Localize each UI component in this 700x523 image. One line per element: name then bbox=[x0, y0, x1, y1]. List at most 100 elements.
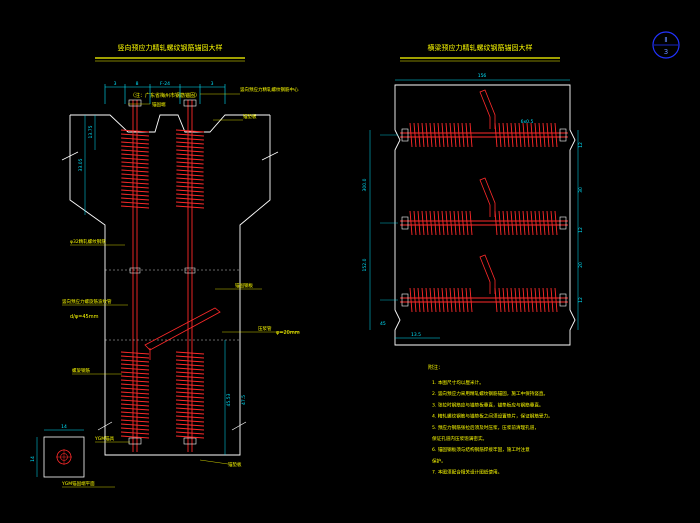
right-spiral-right-coil bbox=[554, 287, 558, 313]
right-spiral-left-coil bbox=[437, 122, 441, 148]
right-grout-pipe-1 bbox=[479, 177, 496, 217]
right-spiral-right-coil bbox=[506, 287, 510, 313]
left-spiral-bottom-coil bbox=[175, 415, 205, 419]
left-spiral-bottom-coil bbox=[120, 363, 150, 367]
right-spiral-right-coil bbox=[550, 122, 554, 148]
right-spiral-left-coil bbox=[465, 287, 469, 313]
right-spiral-right-coil bbox=[518, 287, 522, 313]
left-spiral-top-coil bbox=[176, 145, 204, 149]
right-spiral-right-coil bbox=[510, 122, 514, 148]
left-spiral-bottom-coil bbox=[120, 367, 150, 371]
left-spiral-bottom-coil bbox=[120, 419, 150, 423]
right-spiral-left-coil bbox=[429, 210, 433, 236]
left-spiral-bottom-coil bbox=[120, 423, 150, 427]
left-spiral-top-coil bbox=[176, 193, 204, 197]
left-spiral-bottom-coil bbox=[120, 427, 150, 431]
right-spiral-right-coil bbox=[498, 287, 502, 313]
left-girder-outline bbox=[69, 114, 271, 456]
right-spiral-right-coil bbox=[546, 122, 550, 148]
right-spiral-right-coil bbox=[538, 287, 542, 313]
right-spiral-left-coil bbox=[421, 122, 425, 148]
left-spiral-top-coil bbox=[121, 145, 149, 149]
left-spiral-bottom-coil bbox=[120, 391, 150, 395]
svg-text:13.75: 13.75 bbox=[88, 125, 94, 138]
left-spiral-bottom-coil bbox=[120, 371, 150, 375]
right-spiral-left-coil bbox=[429, 287, 433, 313]
svg-text:12: 12 bbox=[578, 297, 584, 303]
left-spiral-top-coil bbox=[175, 129, 205, 133]
left-anchor-nut-bottom-1 bbox=[183, 437, 197, 445]
right-spiral-right-coil bbox=[534, 287, 538, 313]
left-spiral-bottom-coil bbox=[175, 371, 205, 375]
right-spiral-right-coil bbox=[502, 122, 506, 148]
right-spiral-left-coil bbox=[465, 122, 469, 148]
left-spiral-top-coil bbox=[176, 185, 204, 189]
left-spiral-bottom-coil bbox=[120, 387, 150, 391]
right-spiral-left-coil bbox=[469, 287, 473, 313]
svg-text:3: 3 bbox=[211, 81, 214, 87]
right-spiral-left-coil bbox=[409, 210, 413, 236]
label-duct: 竖向预应力螺旋筋波纹管 bbox=[62, 298, 112, 305]
svg-text:45: 45 bbox=[380, 321, 386, 327]
left-spiral-top-coil bbox=[121, 173, 149, 177]
right-dimensions: 300.0 152.0 45 12 30 12 20 12 13.5 6x0.5 bbox=[362, 119, 584, 339]
left-spiral-top-coil bbox=[121, 181, 149, 185]
left-spiral-bottom-coil bbox=[120, 403, 150, 407]
left-spiral-bottom-coil bbox=[175, 411, 205, 415]
left-vertical-dimensions: 33.05 13.75 45.53 47.5 bbox=[78, 115, 247, 455]
right-spiral-right-coil bbox=[498, 122, 502, 148]
right-anchor-nut-right bbox=[559, 128, 567, 142]
left-spiral-bottom-coil bbox=[175, 359, 205, 363]
right-spiral-left-coil bbox=[417, 122, 421, 148]
left-spiral-bottom-coil bbox=[120, 355, 150, 359]
right-spiral-left-coil bbox=[445, 122, 449, 148]
svg-text:300.0: 300.0 bbox=[362, 178, 368, 191]
svg-text:6x0.5: 6x0.5 bbox=[521, 119, 534, 125]
right-spiral-right-coil bbox=[550, 287, 554, 313]
right-spiral-right-coil bbox=[506, 210, 510, 236]
sheet-badge-top: Ⅱ bbox=[664, 36, 667, 44]
label-bearing-bottom: 锚垫板 bbox=[228, 461, 242, 468]
left-spiral-bottom-coil bbox=[120, 379, 150, 383]
left-spiral-top-coil bbox=[121, 137, 149, 141]
right-spiral-left-coil bbox=[469, 122, 473, 148]
left-spiral-top-coil bbox=[176, 165, 204, 169]
right-spiral-right-coil bbox=[530, 287, 534, 313]
note-item: 4. 精轧螺纹钢筋与锚垫板之间须设置垫片，保证钢筋受力。 bbox=[432, 413, 553, 420]
left-spiral-bottom-coil bbox=[120, 411, 150, 415]
left-spiral-bottom-coil bbox=[175, 431, 205, 435]
left-spiral-bottom-coil bbox=[175, 423, 205, 427]
left-spiral-bottom-coil bbox=[175, 383, 205, 387]
note-item: 6. 锚固钢板须与结构钢筋焊接牢固，施工时注意 bbox=[432, 446, 530, 453]
right-spiral-left-coil bbox=[453, 287, 457, 313]
right-spiral-right-coil bbox=[546, 287, 550, 313]
left-spiral-top-coil bbox=[121, 189, 149, 193]
left-spiral-top-coil bbox=[176, 201, 204, 205]
anchor-plan-detail: 14 14 YGM锚固端平面 bbox=[30, 424, 115, 488]
left-spiral-bottom-coil bbox=[175, 379, 205, 383]
svg-text:152.0: 152.0 bbox=[362, 258, 368, 271]
right-spiral-left-coil bbox=[441, 287, 445, 313]
right-spiral-left-coil bbox=[449, 122, 453, 148]
left-spiral-top-coil bbox=[121, 149, 149, 153]
left-spiral-bottom-coil bbox=[175, 395, 205, 399]
right-spiral-right-coil bbox=[538, 210, 542, 236]
left-spiral-bottom-coil bbox=[120, 431, 150, 435]
right-spiral-left-coil bbox=[445, 210, 449, 236]
svg-text:47.5: 47.5 bbox=[241, 395, 247, 405]
right-spiral-left-coil bbox=[469, 210, 473, 236]
note-item: 2. 竖向预应力采用精轧螺纹钢筋锚固，施工中保持竖直。 bbox=[432, 390, 548, 397]
left-rebar-group bbox=[120, 99, 205, 452]
left-spiral-top-coil bbox=[121, 161, 149, 165]
svg-text:3: 3 bbox=[114, 81, 117, 87]
right-spiral-right-coil bbox=[550, 210, 554, 236]
left-spiral-top-coil bbox=[121, 169, 149, 173]
label-bearing-plate: 锚垫板 bbox=[243, 113, 257, 120]
right-spiral-left-coil bbox=[441, 210, 445, 236]
note-item: 保证孔道内压浆饱满密实。 bbox=[432, 435, 487, 442]
right-spiral-left-coil bbox=[413, 210, 417, 236]
left-spiral-bottom-coil bbox=[175, 363, 205, 367]
right-spiral-right-coil bbox=[518, 210, 522, 236]
right-spiral-right-coil bbox=[542, 210, 546, 236]
